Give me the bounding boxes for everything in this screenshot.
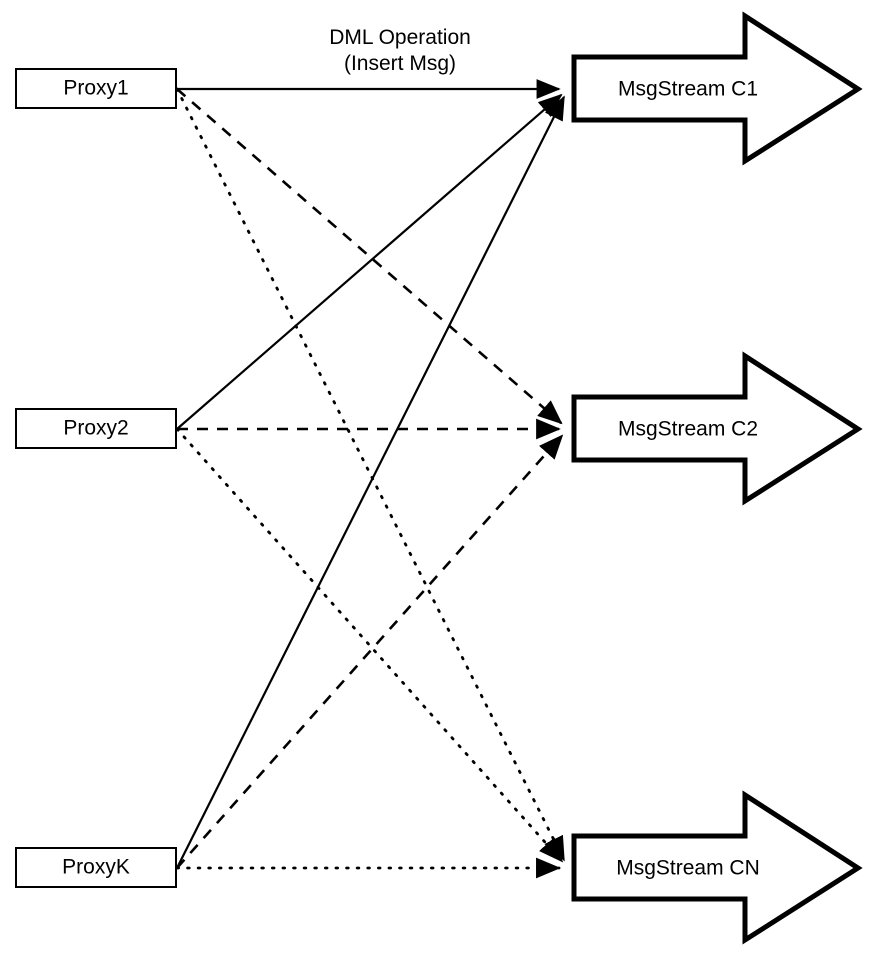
- proxyk-label: ProxyK: [62, 856, 130, 879]
- proxy2-label: Proxy2: [63, 417, 128, 440]
- stream-c2-label: MsgStream C2: [618, 418, 758, 441]
- edge-line-dotted: [175, 427, 564, 863]
- stream-c2-arrow-shape[interactable]: [571, 351, 863, 506]
- edge-line-dashed: [176, 434, 564, 869]
- node-proxy2[interactable]: Proxy2: [15, 408, 177, 449]
- edge-proxyk-to-c2: [176, 434, 564, 869]
- proxyk-box[interactable]: [15, 847, 177, 888]
- edge-proxy1-to-c2: [176, 88, 563, 425]
- stream-cn-arrow-shape[interactable]: [571, 790, 863, 945]
- edge-proxy1-to-cn: [175, 87, 566, 862]
- edge-proxy2-to-c1: [176, 93, 563, 430]
- node-proxyk[interactable]: ProxyK: [15, 847, 177, 888]
- proxy1-label: Proxy1: [63, 77, 128, 100]
- proxy2-box[interactable]: [15, 408, 177, 449]
- edge-proxy2-to-cn: [175, 427, 564, 863]
- edge-line-dotted: [175, 87, 566, 862]
- stream-cn-label: MsgStream CN: [616, 857, 760, 880]
- proxy1-box[interactable]: [15, 68, 177, 109]
- stream-c1-arrow-shape[interactable]: [571, 11, 863, 166]
- stream-c1-label: MsgStream C1: [618, 78, 758, 101]
- edge-label-dml-operation: DML Operation (Insert Msg): [329, 26, 471, 75]
- stream-nodes-layer: MsgStream C1 MsgStream C2 MsgStream CN: [571, 11, 863, 945]
- edge-label-line-2: (Insert Msg): [344, 52, 456, 75]
- edge-line-solid: [176, 95, 565, 869]
- node-stream-c2[interactable]: MsgStream C2: [571, 351, 863, 506]
- edge-line-solid: [176, 93, 563, 430]
- edges-layer: [175, 79, 566, 879]
- node-stream-cn[interactable]: MsgStream CN: [571, 790, 863, 945]
- edge-label-line-1: DML Operation: [329, 26, 471, 49]
- edge-line-dashed: [176, 88, 563, 425]
- node-stream-c1[interactable]: MsgStream C1: [571, 11, 863, 166]
- node-proxy1[interactable]: Proxy1: [15, 68, 177, 109]
- edge-proxyk-to-c1: [176, 95, 565, 869]
